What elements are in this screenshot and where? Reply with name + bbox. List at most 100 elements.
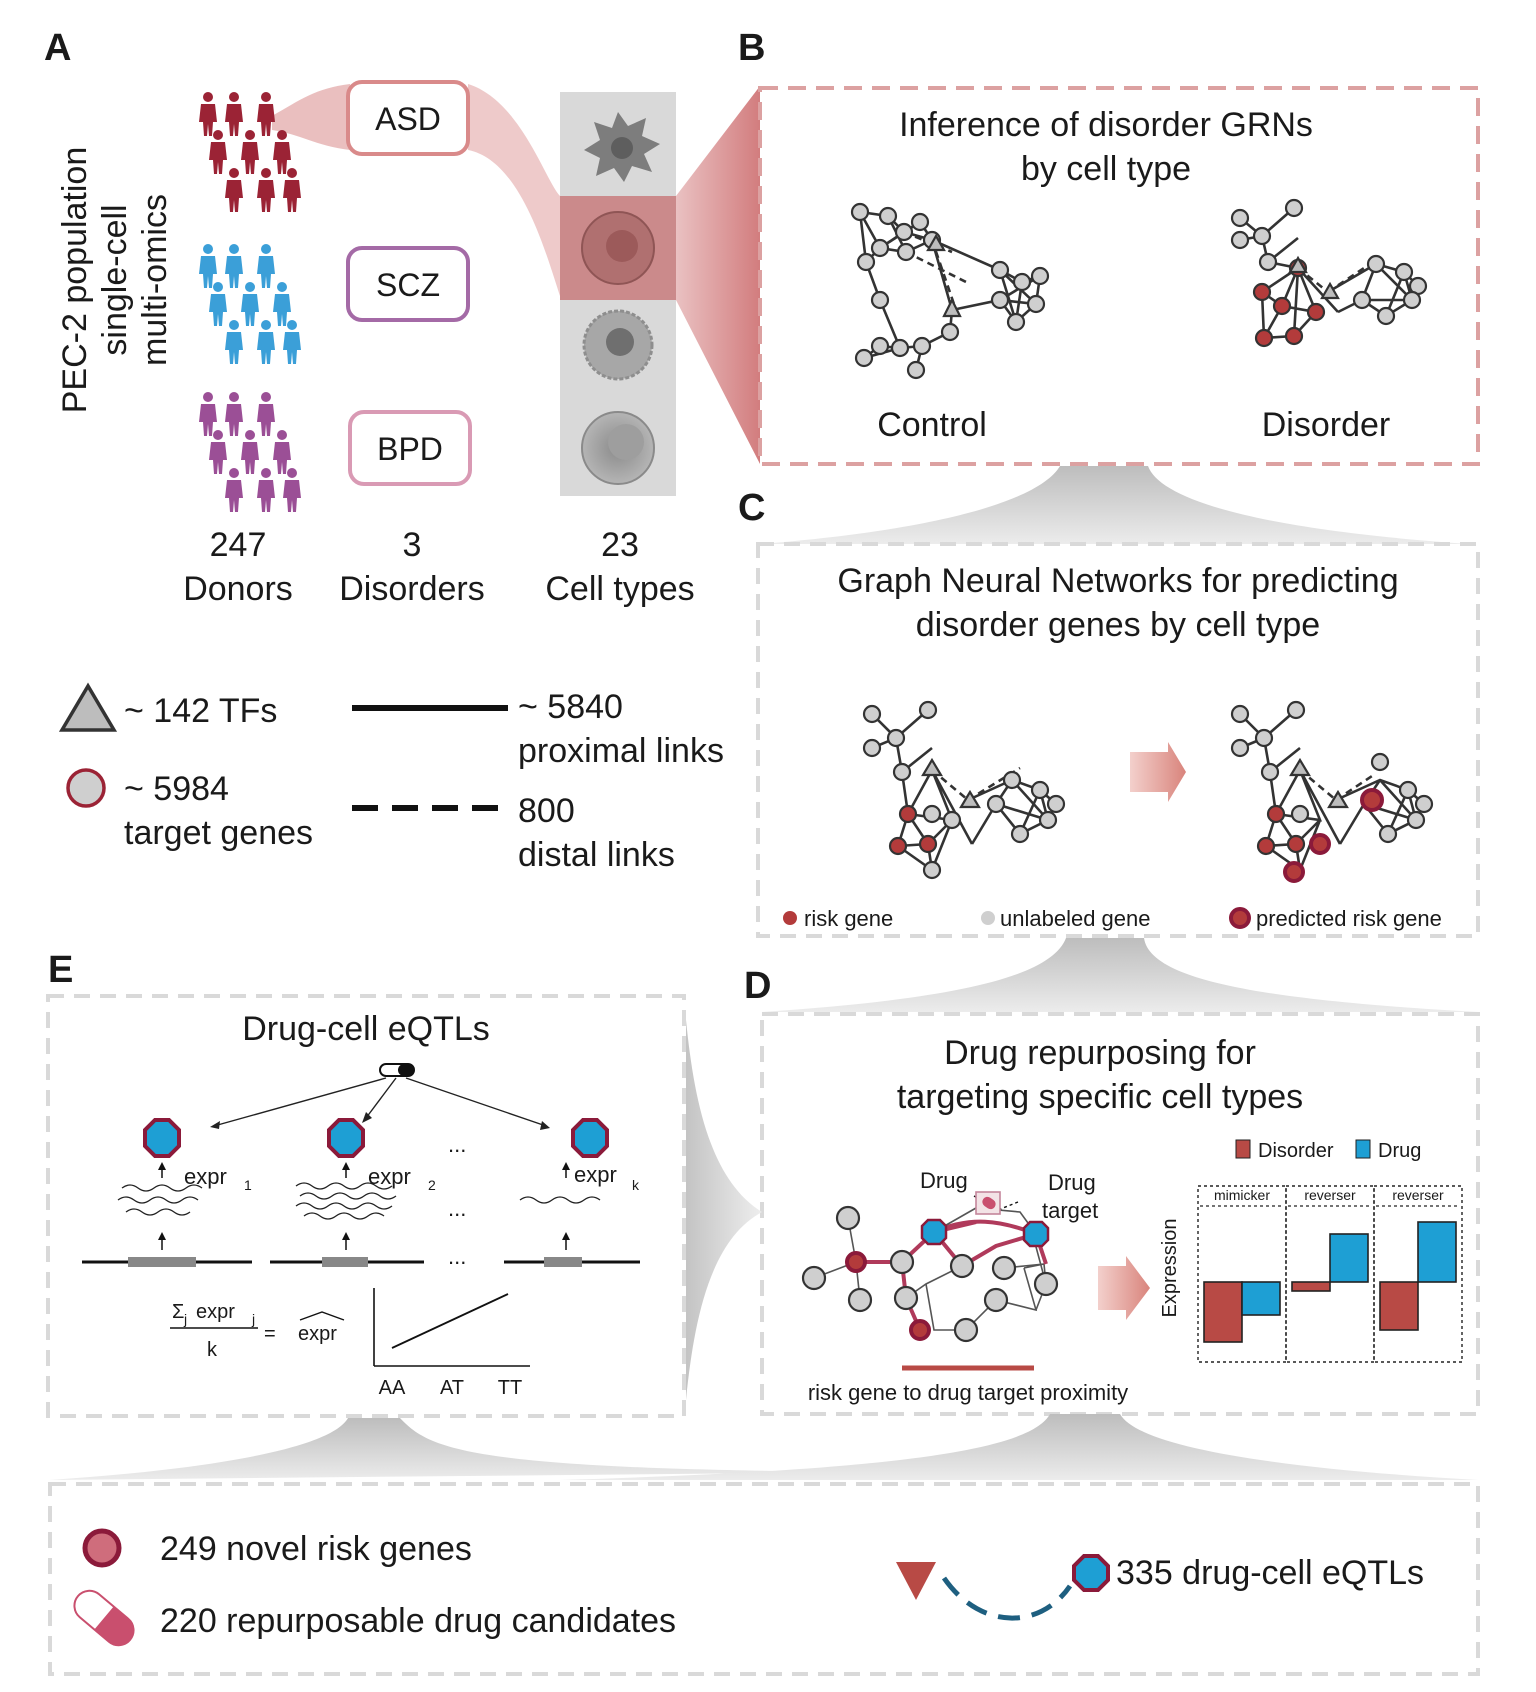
d-to-summary-funnel xyxy=(560,1414,1478,1480)
proximal-links-label: proximal links xyxy=(518,732,724,770)
highlighted-cell-icon xyxy=(581,211,655,285)
panel-letter-d: D xyxy=(744,965,771,1007)
disorder-bar xyxy=(1203,1281,1243,1343)
panel-c-box xyxy=(756,542,1480,938)
bpd-label: BPD xyxy=(377,431,443,467)
drug-target-node-icon xyxy=(571,1118,609,1158)
scz-label: SCZ xyxy=(376,267,440,303)
drug-pill-icon xyxy=(379,1063,415,1077)
legend-disorder-swatch xyxy=(1235,1139,1251,1159)
panel-c: Graph Neural Networks for predicting dis… xyxy=(756,542,1480,938)
y-axis-label: Expression xyxy=(1159,1219,1181,1318)
chart-category-label: mimicker xyxy=(1214,1187,1270,1203)
scz-box xyxy=(346,246,470,322)
eqtl-gene-octagon-icon xyxy=(1072,1554,1110,1592)
chart-category-label: reverser xyxy=(1304,1187,1356,1203)
asd-box xyxy=(346,80,470,156)
expr-k-label: expr xyxy=(574,1162,617,1187)
risk-gene-legend-icon xyxy=(783,911,797,925)
drug-bar xyxy=(1241,1281,1281,1316)
drug-target-node-icon-2 xyxy=(1022,1220,1050,1248)
disorder-bar xyxy=(1291,1281,1331,1292)
drug-bar xyxy=(1329,1233,1369,1283)
legend-drug-label: Drug xyxy=(1378,1140,1421,1162)
asd-label: ASD xyxy=(375,101,441,137)
summary-eqtls: 335 drug-cell eQTLs xyxy=(1116,1554,1424,1592)
summary-box xyxy=(48,1482,1480,1676)
mean-expression-formula: Σ j expr j k = expr xyxy=(170,1301,345,1361)
drug-target-node-icon xyxy=(920,1218,948,1246)
vertical-title-line-2: single-cell xyxy=(96,204,134,355)
vertical-title-line-3: multi-omics xyxy=(136,194,174,366)
drug-target-label-line-2: target xyxy=(1042,1198,1098,1223)
eqtl-dashed-arc xyxy=(941,1576,1073,1621)
panel-b-box xyxy=(758,86,1480,466)
drug-target-node-icon xyxy=(327,1118,365,1158)
disorder-network xyxy=(1230,198,1428,348)
drug-target-label-line-1: Drug xyxy=(1048,1170,1096,1195)
node xyxy=(850,202,870,222)
b-to-c-funnel xyxy=(760,466,1470,544)
formula-sum: Σ xyxy=(172,1301,184,1323)
distal-links-label: distal links xyxy=(518,836,675,874)
genotype-aa: AA xyxy=(379,1377,406,1399)
drug-bar xyxy=(1417,1221,1457,1283)
tf-triangle-icon xyxy=(58,682,118,732)
panel-c-title-line-1: Graph Neural Networks for predicting xyxy=(837,562,1398,600)
expr-k-subscript: k xyxy=(632,1177,640,1193)
panel-b-title-line-1: Inference of disorder GRNs xyxy=(899,106,1313,144)
genotype-tt: TT xyxy=(498,1377,522,1399)
formula-denominator: k xyxy=(207,1339,218,1361)
chart-category-label: reverser xyxy=(1392,1187,1444,1203)
d-arrow-icon xyxy=(1098,1256,1150,1320)
d-to-e-funnel xyxy=(686,1020,762,1400)
risk-gene-legend-label: risk gene xyxy=(804,906,893,931)
pill-arrow-2 xyxy=(365,1077,397,1119)
asd-funnel xyxy=(272,84,350,150)
expr-1-label: expr xyxy=(184,1164,227,1189)
disorder-label: Disorder xyxy=(1262,406,1390,444)
c-arrow-icon xyxy=(1130,742,1186,802)
chart-panel-frame xyxy=(1373,1185,1463,1363)
eqtl-column-2: expr 2 xyxy=(270,1118,436,1267)
summary-risk-genes: 249 novel risk genes xyxy=(160,1530,472,1568)
gnn-output-network xyxy=(1230,700,1434,883)
donor-count: 247 xyxy=(210,526,267,564)
pill-arrow-1 xyxy=(213,1077,387,1127)
formula-expr-hat: expr xyxy=(298,1323,337,1345)
formula-expr-index: j xyxy=(251,1311,255,1327)
network-legend: ~ 142 TFs ~ 5984 target genes ~ 5840 pro… xyxy=(58,682,724,874)
drug-label: Drug xyxy=(920,1168,968,1193)
bpd-donors-icon xyxy=(199,392,301,512)
donor-count-label: Donors xyxy=(183,570,293,608)
tf-count-label: ~ 142 TFs xyxy=(124,692,277,730)
c-to-d-funnel xyxy=(762,938,1478,1012)
predicted-risk-gene-legend-label: predicted risk gene xyxy=(1256,906,1442,931)
legend-drug-swatch xyxy=(1355,1139,1371,1159)
formula-expr: expr xyxy=(196,1301,235,1323)
control-label: Control xyxy=(877,406,987,444)
pill-arrow-3 xyxy=(405,1077,547,1127)
expr-2-subscript: 2 xyxy=(428,1177,436,1193)
e-to-summary-funnel xyxy=(50,1418,880,1480)
panel-letter-b: B xyxy=(738,27,765,69)
vertical-title-line-1: PEC-2 population xyxy=(56,147,94,414)
novel-risk-gene-icon xyxy=(82,1528,122,1568)
drug-target-node-icon xyxy=(143,1118,181,1158)
predicted-risk-gene-legend-icon xyxy=(1229,907,1251,929)
panel-c-title-line-2: disorder genes by cell type xyxy=(916,606,1320,644)
summary-panel: 249 novel risk genes 220 repurposable dr… xyxy=(48,1482,1480,1676)
proximity-label: risk gene to drug target proximity xyxy=(808,1380,1128,1405)
panel-letter-a: A xyxy=(44,27,71,69)
cell-type-count: 23 xyxy=(601,526,639,564)
unlabeled-gene-legend-icon xyxy=(981,911,995,925)
eqtl-column-k: expr k xyxy=(504,1118,640,1267)
panel-e-title: Drug-cell eQTLs xyxy=(242,1010,490,1048)
disorder-count-label: Disorders xyxy=(339,570,484,608)
ellipsis-2: ... xyxy=(448,1196,466,1221)
asd-to-cell-funnel xyxy=(468,84,560,296)
unlabeled-gene-legend-label: unlabeled gene xyxy=(1000,906,1150,931)
panel-b-title-line-2: by cell type xyxy=(1021,150,1191,188)
